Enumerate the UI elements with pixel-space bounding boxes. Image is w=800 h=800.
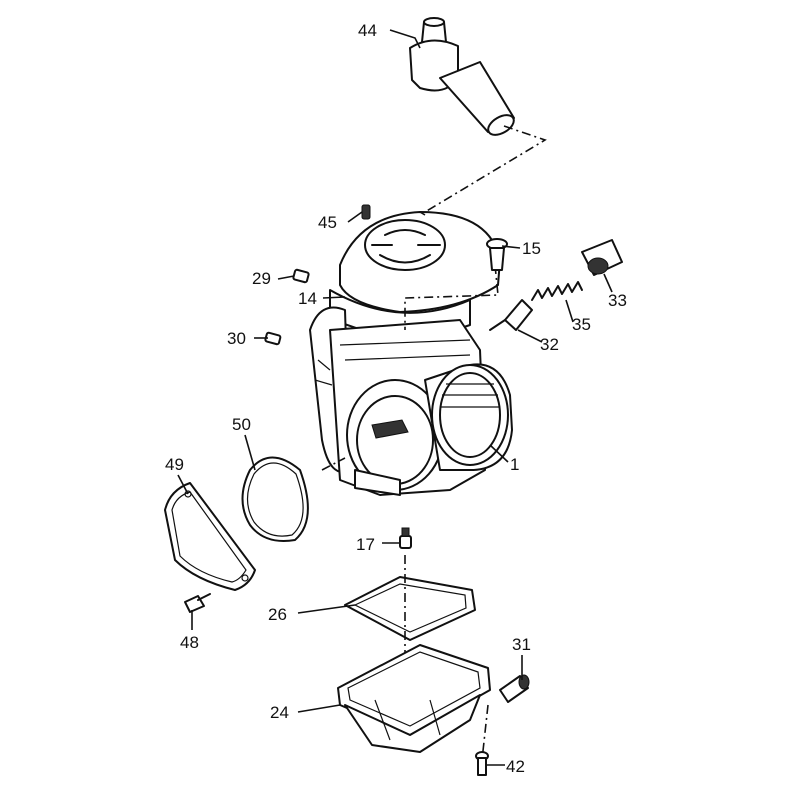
part-label-29: 29	[252, 269, 271, 288]
part-26-float-bowl-gasket	[344, 576, 476, 641]
part-label-30: 30	[227, 329, 246, 348]
part-label-48: 48	[180, 633, 199, 652]
part-label-17: 17	[356, 535, 375, 554]
leader-lines	[177, 29, 613, 766]
part-label-35: 35	[572, 315, 591, 334]
part-17-jet	[399, 527, 412, 549]
part-label-14: 14	[298, 289, 317, 308]
part-1-carburetor-body	[309, 211, 513, 496]
part-44-elbow-hose	[409, 17, 515, 136]
part-31-screw	[499, 674, 530, 703]
part-label-26: 26	[268, 605, 287, 624]
part-30-screw	[264, 331, 282, 346]
part-29-plug	[292, 268, 310, 284]
part-label-42: 42	[506, 757, 525, 776]
part-48-screw	[184, 593, 211, 613]
part-label-50: 50	[232, 415, 251, 434]
part-42-screw	[475, 751, 489, 776]
part-49-cover-gasket	[164, 482, 256, 591]
part-label-44: 44	[358, 21, 377, 40]
part-35-spring	[531, 281, 583, 301]
part-33-cap	[581, 239, 623, 276]
part-label-32: 32	[540, 335, 559, 354]
part-label-49: 49	[165, 455, 184, 474]
part-label-24: 24	[270, 703, 289, 722]
part-label-33: 33	[608, 291, 627, 310]
part-label-45: 45	[318, 213, 337, 232]
part-label-1: 1	[510, 455, 519, 474]
part-24-float-bowl	[337, 644, 491, 753]
part-45-screw	[361, 204, 371, 220]
part-32-needle	[489, 299, 533, 331]
part-50-o-ring	[241, 456, 309, 542]
part-label-31: 31	[512, 635, 531, 654]
part-label-15: 15	[522, 239, 541, 258]
